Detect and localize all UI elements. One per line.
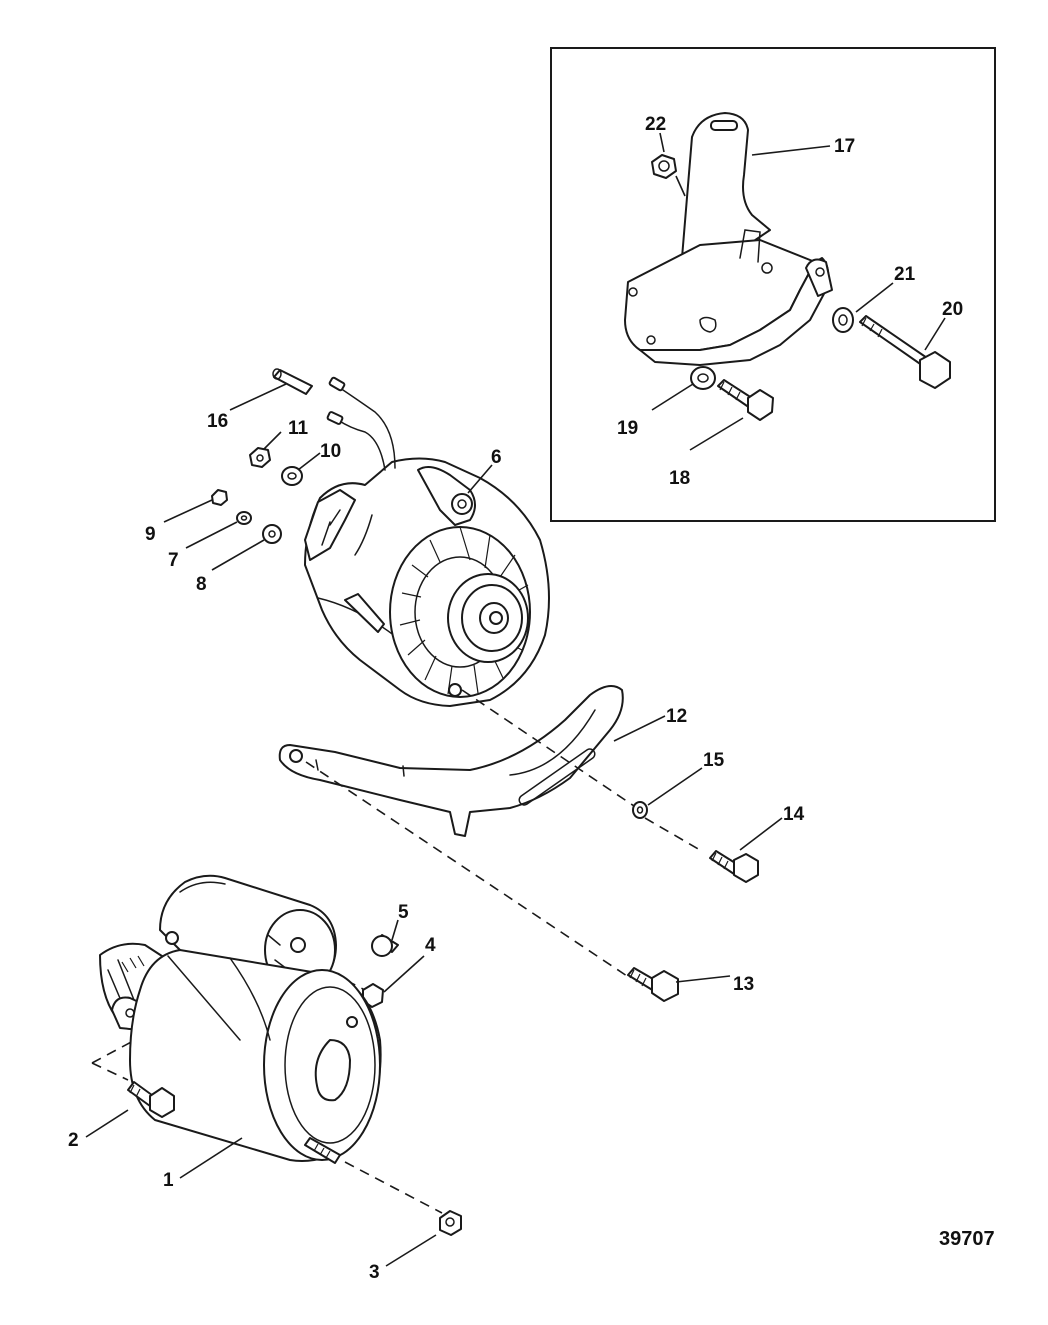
callout-22: 22 (645, 114, 666, 135)
callout-21: 21 (894, 264, 916, 285)
callout-16: 16 (207, 411, 228, 432)
bolt-20 (859, 315, 951, 389)
alternator-6 (304, 376, 550, 707)
callout-4: 4 (425, 935, 436, 956)
callout-13: 13 (733, 974, 754, 995)
bolt-18 (717, 379, 774, 421)
callout-3: 3 (369, 1262, 380, 1283)
assembly-line-starter-left (91, 1039, 136, 1064)
nut-22 (651, 154, 677, 179)
nut-3 (439, 1210, 462, 1236)
figure-number: 39707 (939, 1228, 995, 1250)
callout-6: 6 (491, 447, 502, 468)
bolt-5 (371, 934, 399, 957)
leader-lines (85, 383, 783, 1267)
assembly-line-alternator-brace (461, 689, 641, 811)
callout-18: 18 (669, 468, 690, 489)
washer-15 (632, 801, 648, 819)
callout-20: 20 (942, 299, 963, 320)
callout-12: 12 (666, 706, 687, 727)
bracket-detail-inset (550, 47, 996, 522)
washer-10 (281, 466, 303, 486)
callout-labels: 1 2 3 4 5 6 7 8 9 10 11 12 13 14 15 16 1… (68, 114, 995, 1283)
inset-frame (550, 47, 996, 522)
assembly-line-brace-bolt-13 (305, 761, 631, 979)
bolt-2 (127, 1081, 175, 1118)
callout-10: 10 (320, 441, 341, 462)
lockwasher-7 (236, 511, 252, 525)
washer-21 (832, 307, 854, 333)
nut-9 (211, 489, 228, 506)
callout-14: 14 (783, 804, 805, 825)
assembly-line-starter-nut-3 (344, 1161, 443, 1214)
callout-11: 11 (288, 418, 309, 439)
assembly-line-brace-bolt-14 (644, 817, 701, 851)
callout-7: 7 (168, 550, 179, 571)
callout-2: 2 (68, 1130, 79, 1151)
nut-11 (249, 447, 271, 468)
mounting-bracket-17 (624, 112, 833, 366)
callout-5: 5 (398, 902, 409, 923)
callout-17: 17 (834, 136, 855, 157)
callout-19: 19 (617, 418, 638, 439)
washer-19 (690, 366, 716, 390)
callout-9: 9 (145, 524, 156, 545)
starter-motor-1 (99, 874, 382, 1164)
bolt-13 (627, 967, 679, 1002)
callout-8: 8 (196, 574, 207, 595)
adjusting-brace-12 (278, 685, 624, 837)
bolt-14 (709, 850, 759, 883)
callout-15: 15 (703, 750, 725, 771)
callout-1: 1 (163, 1170, 174, 1191)
washer-8 (262, 524, 282, 544)
assembly-line-starter-bolt-2 (91, 1062, 129, 1081)
pin-16 (272, 368, 313, 395)
